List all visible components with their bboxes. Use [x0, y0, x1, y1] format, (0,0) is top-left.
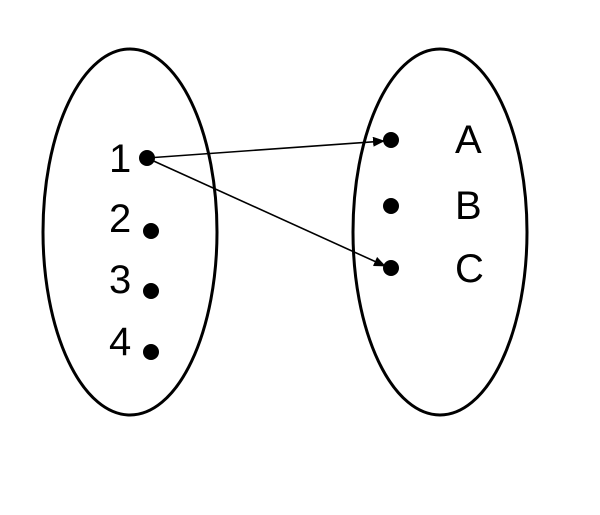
domain-element-label: 1	[109, 137, 131, 181]
codomain-element-label: A	[455, 118, 482, 162]
domain-element-label: 2	[109, 197, 131, 241]
domain-element-dot	[143, 223, 159, 239]
mapping-arrow-1-to-a	[146, 136, 385, 159]
codomain-element-label: B	[455, 184, 482, 228]
domain-element-dot	[143, 344, 159, 360]
codomain-set-oval	[351, 47, 529, 417]
domain-element-label: 4	[109, 320, 131, 364]
codomain-element-label: C	[455, 247, 484, 291]
domain-element-label: 3	[109, 258, 131, 302]
domain-set-oval	[41, 47, 219, 417]
domain-element-dot	[143, 283, 159, 299]
mapping-arrow-1-to-c	[146, 157, 386, 267]
codomain-element-dot	[383, 198, 399, 214]
codomain-element-dot	[383, 132, 399, 148]
codomain-element-dot	[383, 260, 399, 276]
